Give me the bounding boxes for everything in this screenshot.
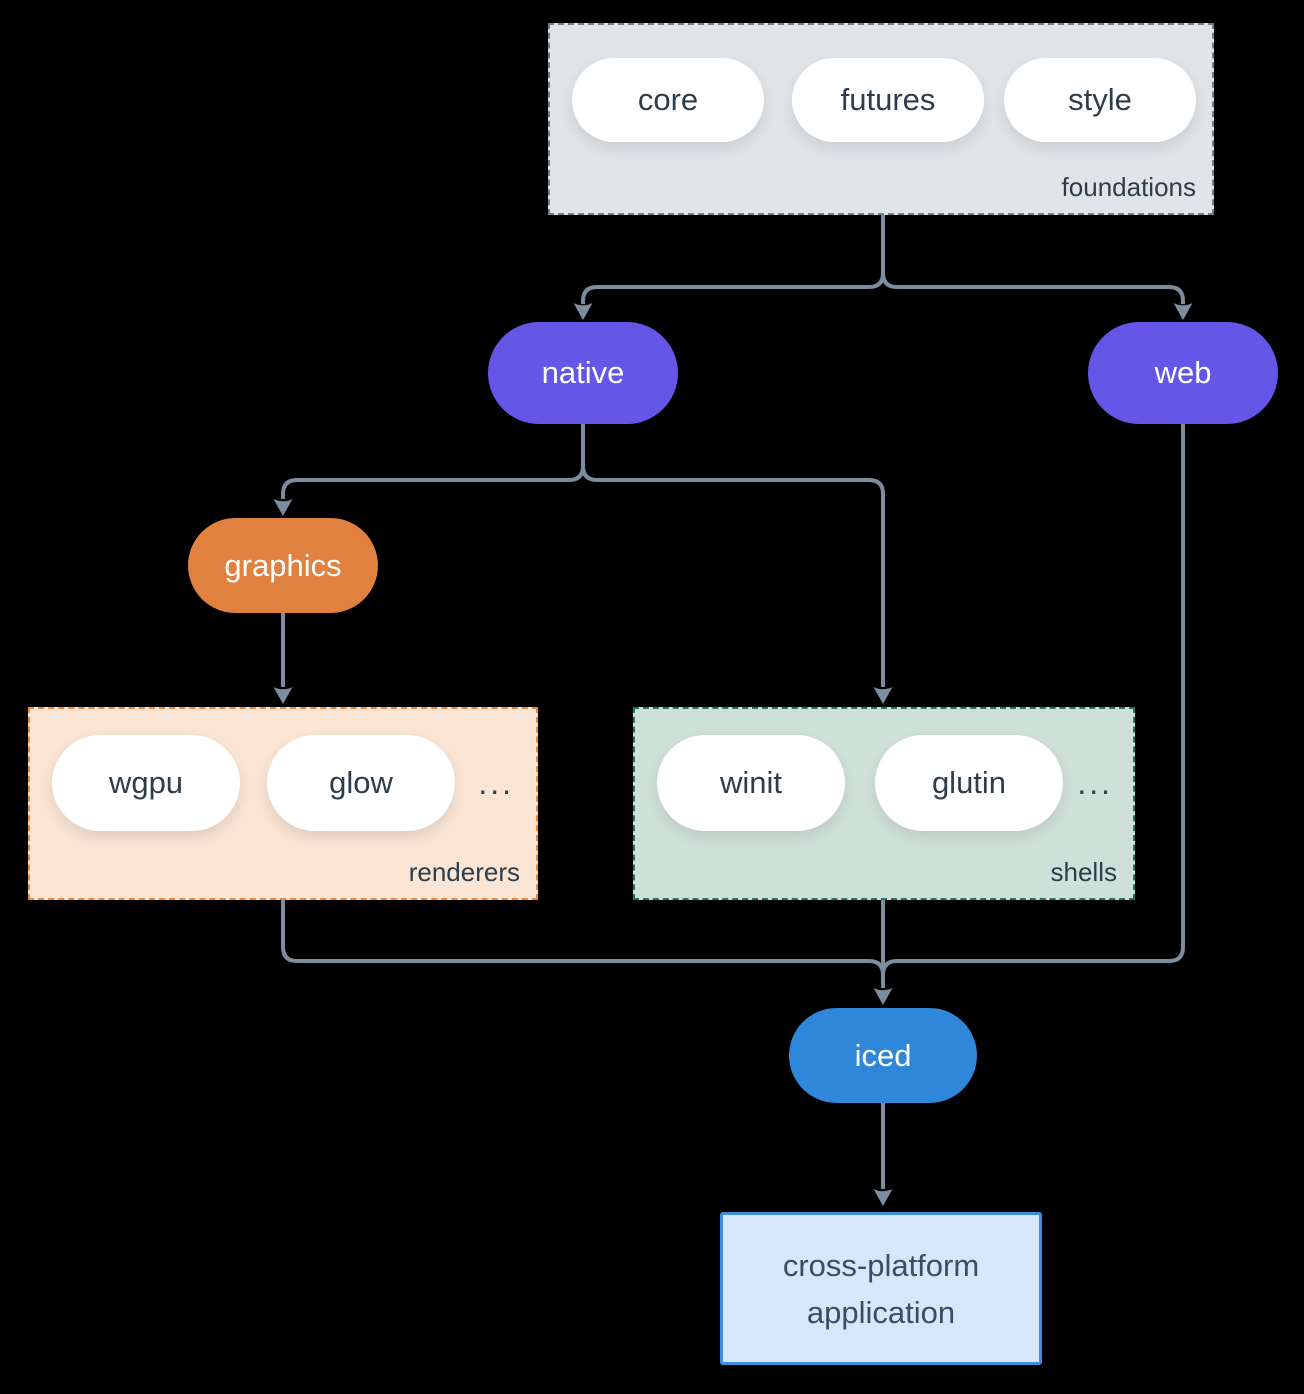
node-style: style (1004, 58, 1196, 142)
edge-renderers-iced (281, 900, 885, 976)
arrowhead-shells (873, 687, 893, 704)
edge-foundations-web (881, 272, 1185, 304)
node-graphics-label: graphics (224, 547, 342, 583)
renderers-ellipsis: ... (478, 765, 514, 801)
node-glutin: glutin (875, 735, 1063, 831)
node-wgpu-label: wgpu (108, 765, 184, 800)
node-iced-label: iced (854, 1037, 912, 1073)
node-glow: glow (267, 735, 455, 831)
arrowhead-graphics (273, 499, 293, 516)
app-label-line2: application (806, 1294, 956, 1330)
group-foundations-label: foundations (1061, 172, 1196, 202)
arrowhead-iced (873, 988, 893, 1005)
node-winit: winit (657, 735, 845, 831)
node-web: web (1088, 322, 1278, 424)
edge-native-shells (581, 465, 885, 687)
node-glutin-label: glutin (931, 765, 1007, 800)
edge-native-graphics (281, 424, 585, 499)
node-winit-label: winit (719, 765, 782, 800)
group-shells-label: shells (1050, 857, 1117, 887)
node-native: native (488, 322, 678, 424)
node-cross-platform-application: cross-platform application (720, 1212, 1042, 1365)
node-core-label: core (637, 82, 699, 117)
group-renderers: wgpu glow ... renderers (28, 707, 538, 900)
arrowhead-native (573, 303, 593, 320)
node-style-label: style (1068, 82, 1132, 117)
node-iced: iced (789, 1008, 977, 1103)
node-core: core (572, 58, 764, 142)
arrowhead-app (873, 1189, 893, 1206)
group-foundations: core futures style foundations (548, 23, 1214, 215)
node-futures: futures (792, 58, 984, 142)
group-shells: winit glutin ... shells (633, 707, 1135, 900)
node-glow-label: glow (329, 765, 393, 800)
node-web-label: web (1154, 355, 1212, 390)
node-wgpu: wgpu (52, 735, 240, 831)
edge-foundations-native (581, 215, 885, 304)
shells-ellipsis: ... (1077, 765, 1113, 801)
node-graphics: graphics (188, 518, 378, 613)
arrowhead-renderers (273, 687, 293, 704)
group-renderers-label: renderers (408, 857, 520, 887)
arrowhead-web (1173, 303, 1193, 320)
node-native-label: native (541, 355, 625, 390)
app-label-line1: cross-platform (782, 1247, 980, 1283)
node-futures-label: futures (840, 82, 936, 117)
